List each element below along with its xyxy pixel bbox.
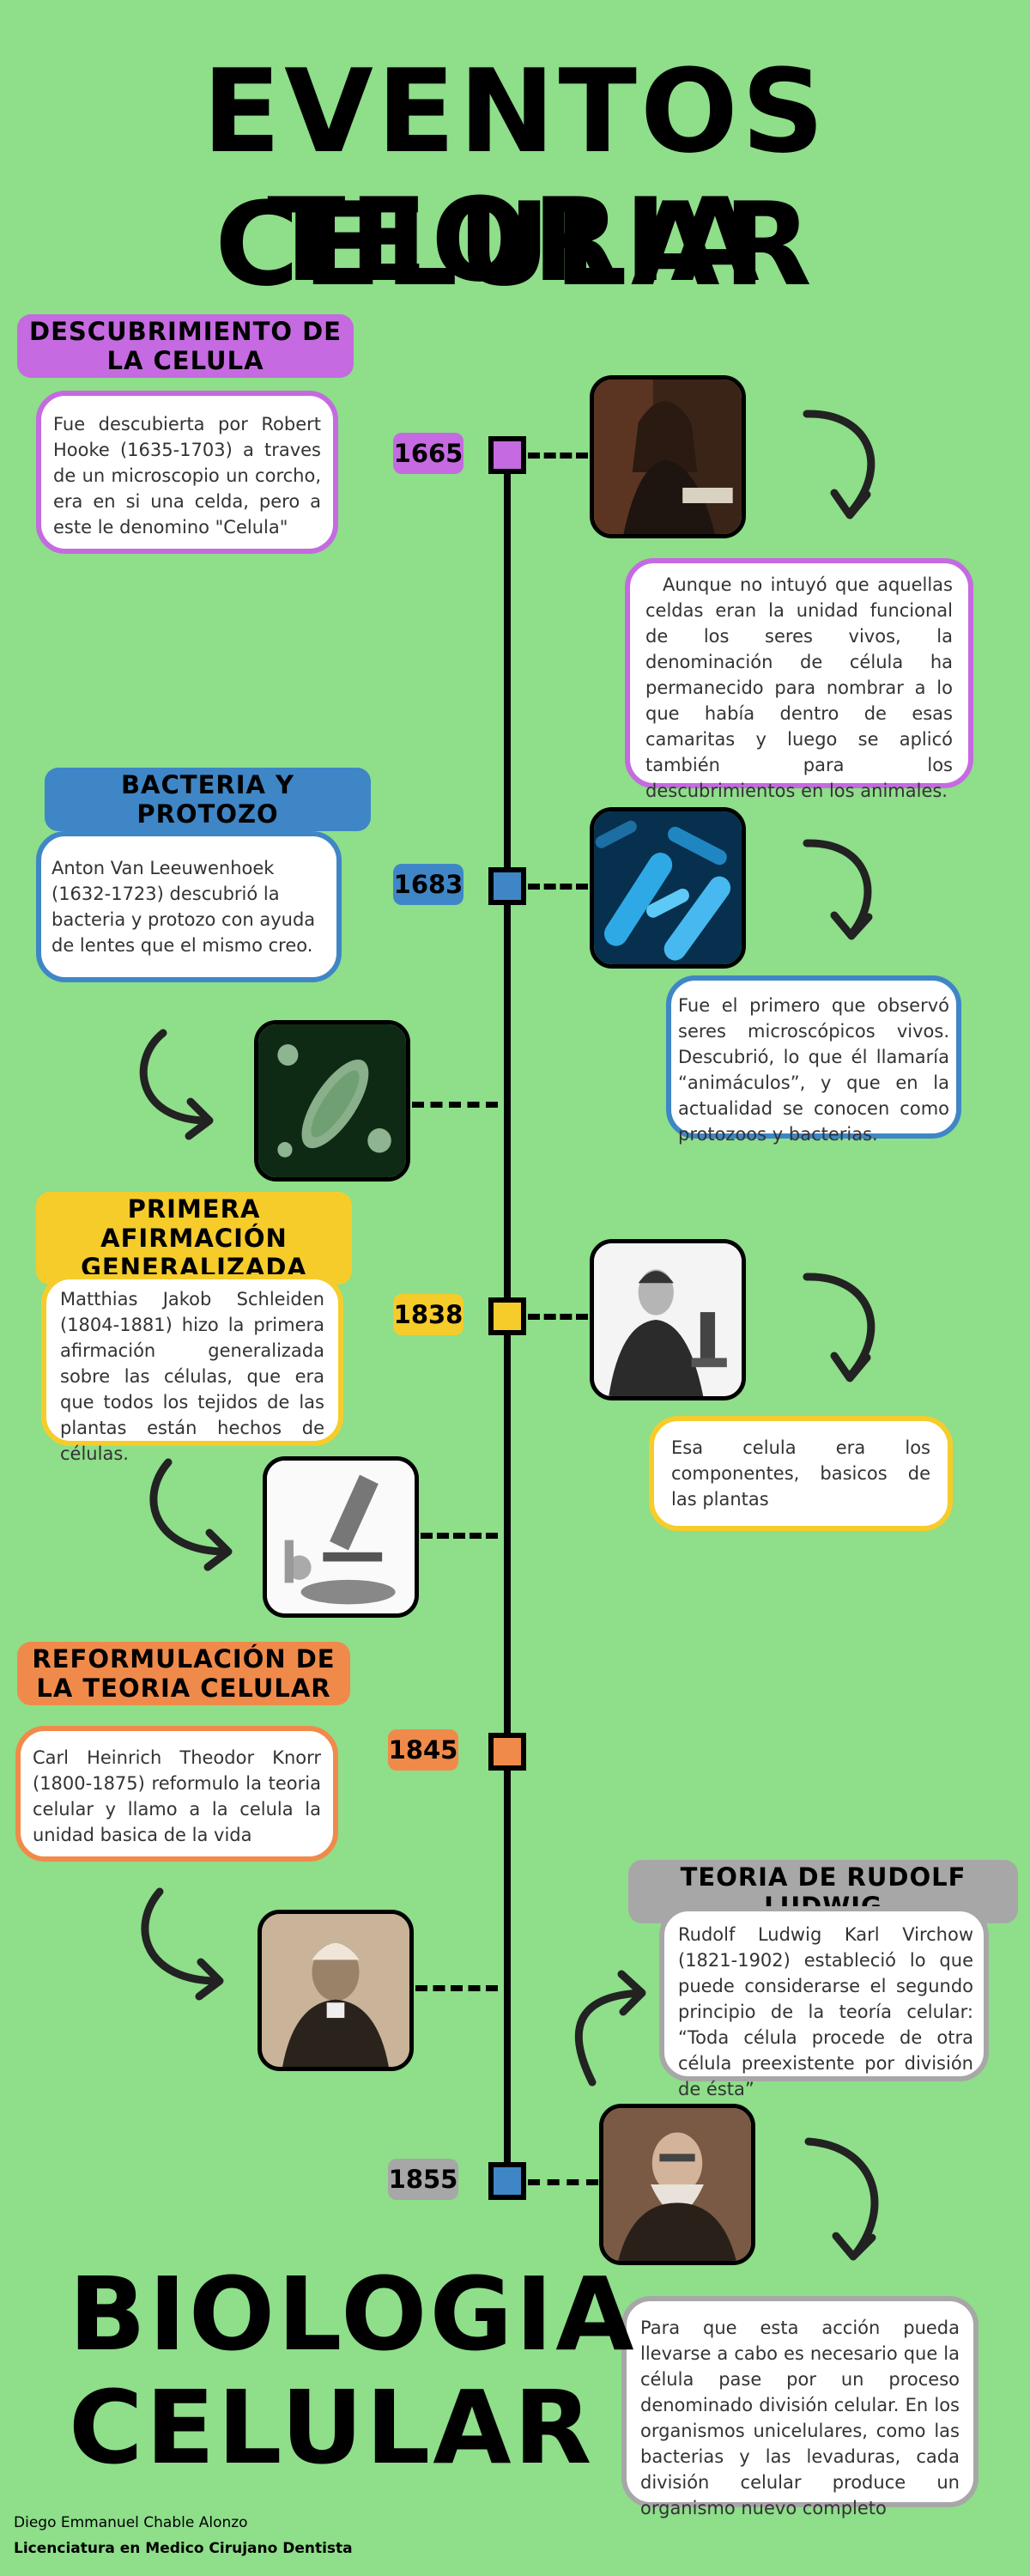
bacteria-image <box>590 807 746 969</box>
event-text-bottom-5: Para que esta acción pueda llevarse a ca… <box>621 2296 978 2518</box>
footer-author: Diego Emmanuel Chable Alonzo <box>14 2514 248 2531</box>
event-text-left-1: Fue descubierta por Robert Hooke (1635-1… <box>36 391 338 554</box>
connector-1855 <box>528 2179 598 2185</box>
portrait-knorr <box>258 1910 414 2071</box>
portrait-schleiden <box>590 1239 746 1400</box>
year-badge-1683: 1683 <box>393 864 464 905</box>
connector-microscope <box>421 1533 498 1539</box>
event-text-left-3: Matthias Jakob Schleiden (1804-1881) hiz… <box>41 1274 343 1464</box>
curved-arrow-3 <box>139 1029 214 1140</box>
curved-arrow-7 <box>574 1970 646 2087</box>
connector-protozoa <box>412 1102 498 1108</box>
event-text-top-5: Rudolf Ludwig Karl Virchow (1821-1902) e… <box>659 1906 989 2099</box>
timeline-marker-1838 <box>488 1297 526 1335</box>
connector-knorr <box>415 1985 498 1991</box>
year-badge-1845: 1845 <box>388 1729 458 1771</box>
curved-arrow-5 <box>149 1458 233 1571</box>
portrait-robert-hooke <box>590 375 746 538</box>
year-badge-1838: 1838 <box>393 1294 464 1335</box>
year-badge-1665: 1665 <box>393 433 464 474</box>
footer-program: Licenciatura en Medico Cirujano Dentista <box>14 2540 353 2557</box>
timeline-marker-1683 <box>488 867 526 905</box>
connector-1683 <box>528 884 588 890</box>
timeline-marker-1665 <box>488 436 526 474</box>
curved-arrow-6 <box>141 1887 224 2001</box>
event-heading-3: PRIMERA AFIRMACIÓN GENERALIZADA <box>36 1192 352 1285</box>
curved-arrow-2 <box>803 839 873 940</box>
timeline-marker-1855 <box>488 2162 526 2200</box>
connector-1665 <box>528 453 588 459</box>
protozoa-image <box>254 1020 410 1182</box>
curved-arrow-1 <box>803 410 876 519</box>
connector-1838 <box>528 1314 588 1320</box>
curved-arrow-4 <box>803 1273 876 1382</box>
timeline-marker-1845 <box>488 1733 526 1771</box>
event-text-left-2: Anton Van Leeuwenhoek (1632-1723) descub… <box>36 831 342 982</box>
event-text-right-1: Aunque no intuyó que aquellas celdas era… <box>625 558 973 801</box>
curved-arrow-8 <box>804 2137 879 2261</box>
event-text-right-3: Esa celula era los componentes, basicos … <box>649 1416 953 1531</box>
bottom-title-line-2: CELULAR <box>69 2368 595 2487</box>
bottom-title-line-1: BIOLOGIA <box>69 2255 637 2373</box>
portrait-virchow <box>599 2104 755 2265</box>
microscope-engraving <box>263 1456 419 1618</box>
event-heading-1: DESCUBRIMIENTO DE LA CELULA <box>17 314 354 378</box>
title-line-2: CELULAR <box>215 178 815 312</box>
event-text-left-4: Carl Heinrich Theodor Knorr (1800-1875) … <box>15 1726 338 1862</box>
event-heading-4: REFORMULACIÓN DE LA TEORIA CELULAR <box>17 1642 350 1705</box>
event-text-right-2: Fue el primero que observó seres microsc… <box>666 975 961 1145</box>
year-badge-1855: 1855 <box>388 2159 458 2200</box>
title-line-1: EVENTOS TEORIA <box>202 45 828 307</box>
event-heading-2: BACTERIA Y PROTOZO <box>45 768 371 831</box>
